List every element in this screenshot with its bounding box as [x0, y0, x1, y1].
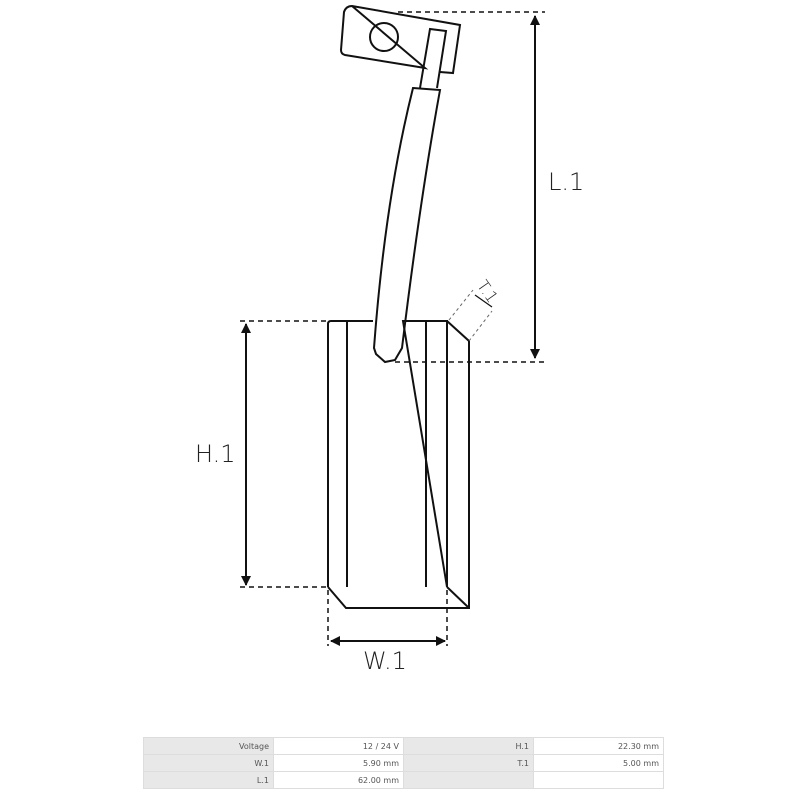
table-row: Voltage 12 / 24 V H.1 22.30 mm [143, 737, 664, 755]
extension-lines [240, 11, 545, 646]
table-row: L.1 62.00 mm [143, 771, 664, 789]
terminal-hole [369, 22, 399, 52]
table-row: W.1 5.90 mm T.1 5.00 mm [143, 754, 664, 772]
spec-value: 5.00 mm [533, 754, 664, 772]
spec-key: W.1 [143, 754, 274, 772]
l1-label: L.1 [548, 168, 585, 196]
block-side-face [327, 320, 470, 609]
h1-label: H.1 [195, 440, 236, 468]
t1-extension-lines [448, 289, 493, 342]
spec-key: T.1 [403, 754, 534, 772]
shunt-wire [372, 86, 442, 364]
spec-value: 62.00 mm [273, 771, 404, 789]
terminal-tab [339, 4, 462, 75]
spec-key: H.1 [403, 737, 534, 755]
specs-table: Voltage 12 / 24 V H.1 22.30 mm W.1 5.90 … [143, 737, 664, 789]
spec-key: Voltage [143, 737, 274, 755]
spec-value: 5.90 mm [273, 754, 404, 772]
spec-value: 12 / 24 V [273, 737, 404, 755]
spec-key: L.1 [143, 771, 274, 789]
wire-lug [419, 27, 448, 89]
w1-label: W.1 [363, 647, 407, 675]
spec-value [533, 771, 664, 789]
t1-dimension-arrow [474, 294, 493, 308]
spec-key [403, 771, 534, 789]
spec-value: 22.30 mm [533, 737, 664, 755]
